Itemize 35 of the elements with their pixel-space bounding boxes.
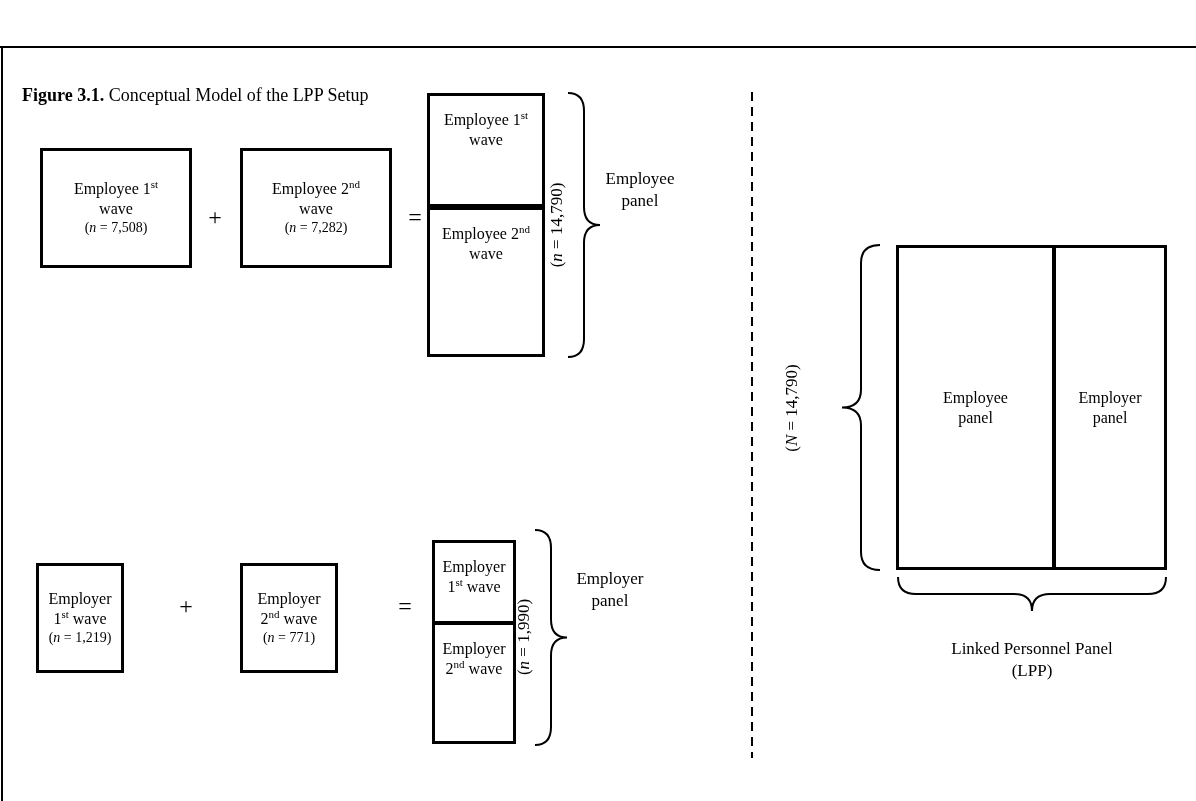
sample-size: (N = 14,790) [780, 364, 802, 452]
data-box [432, 540, 516, 624]
sample-size: (n = 771) [262, 629, 316, 647]
data-box [427, 207, 545, 357]
data-box [36, 563, 124, 673]
sample-size: (n = 7,282) [284, 219, 348, 237]
sample-size: (n = 1,219) [48, 629, 112, 647]
box-label: Employer 1$^{st}$ wave [47, 589, 113, 630]
data-box [427, 93, 545, 207]
data-box [1053, 245, 1167, 570]
panel-label: Linked Personnel Panel (LPP) [950, 637, 1114, 682]
equals-sign: = [397, 592, 413, 622]
data-box [240, 148, 392, 268]
sample-size: (n = 1,990) [512, 598, 534, 676]
equals-sign: = [407, 203, 423, 233]
box-label: Employee 1$^{st}$ wave [72, 179, 160, 220]
figure-title: Figure 3.1. Conceptual Model of the LPP Setup [22, 84, 369, 107]
box-label: Employee 2$^{nd}$ wave [441, 224, 531, 264]
box-label: Employer 2$^{nd}$ wave [256, 589, 322, 630]
data-box [240, 563, 338, 673]
panel-label: Employer panel [575, 567, 645, 612]
box-label: Employer 1$^{st}$ wave [441, 557, 507, 597]
sample-size: (n = 14,790) [545, 182, 567, 268]
box-label: Employer 2$^{nd}$ wave [441, 639, 507, 679]
box-label: Employee 2$^{nd}$ wave [271, 179, 361, 220]
box-label: Employee 1$^{st}$ wave [442, 110, 530, 150]
panel-label: Employee panel [604, 167, 676, 212]
data-box [40, 148, 192, 268]
data-box [896, 245, 1055, 570]
plus-sign: + [207, 203, 223, 233]
plus-sign: + [178, 592, 194, 622]
box-label: Employer panel [1077, 387, 1143, 428]
data-box [432, 622, 516, 744]
sample-size: (n = 7,508) [84, 219, 148, 237]
box-label: Employee panel [942, 387, 1009, 428]
